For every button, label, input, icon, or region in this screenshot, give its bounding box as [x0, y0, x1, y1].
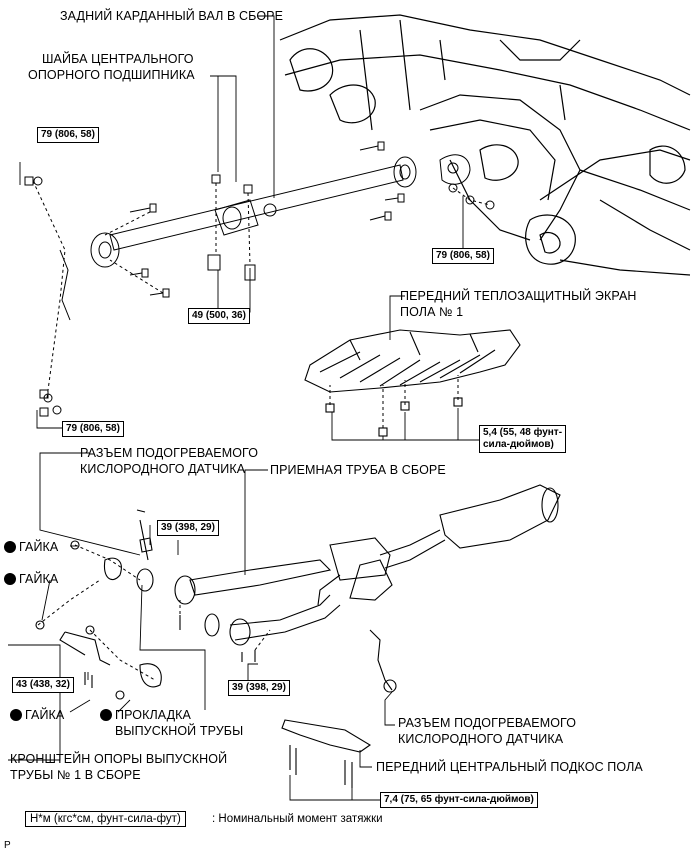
torque-t8: 39 (398, 29) — [228, 680, 290, 696]
label-floor-brace: ПЕРЕДНИЙ ЦЕНТРАЛЬНЫЙ ПОДКОС ПОЛА — [376, 760, 643, 774]
label-bracket-line1: КРОНШТЕЙН ОПОРЫ ВЫПУСКНОЙ — [10, 752, 228, 766]
torque-t2: 79 (806, 58) — [432, 248, 494, 264]
label-o2-sensor-top-line2: КИСЛОРОДНОГО ДАТЧИКА — [80, 462, 246, 476]
label-nut-1: ГАЙКА — [4, 540, 58, 555]
torque-t5: 5,4 (55, 48 фунт-сила-дюймов) — [479, 425, 567, 453]
torque-t1: 79 (806, 58) — [37, 127, 99, 143]
torque-t7: 43 (438, 32) — [12, 677, 74, 693]
torque-t9: 7,4 (75, 65 фунт-сила-дюймов) — [380, 792, 538, 808]
label-o2-sensor-bottom-line1: РАЗЪЕМ ПОДОГРЕВАЕМОГО — [398, 716, 577, 730]
torque-t3: 49 (500, 36) — [188, 308, 250, 324]
bullet-icon — [10, 709, 22, 721]
label-intake-pipe: ПРИЕМНАЯ ТРУБА В СБОРЕ — [270, 463, 446, 477]
label-o2-sensor-top-line1: РАЗЪЕМ ПОДОГРЕВАЕМОГО — [80, 446, 259, 460]
torque-t6: 39 (398, 29) — [157, 520, 219, 536]
legend-text: : Номинальный момент затяжки — [212, 813, 383, 825]
assembly-lines — [32, 180, 491, 681]
heat-insulator — [304, 329, 521, 437]
label-nut-3: ГАЙКА — [10, 708, 64, 723]
label-bracket-line2: ТРУБЫ № 1 В СБОРЕ — [10, 768, 141, 782]
bullet-icon — [4, 541, 16, 553]
label-o2-sensor-bottom-line2: КИСЛОРОДНОГО ДАТЧИКА — [398, 732, 564, 746]
torque-t4: 79 (806, 58) — [62, 421, 124, 437]
rear-subframe — [279, 14, 691, 276]
legend-unit-box: Н*м (кгс*см, фунт-сила-фут) — [25, 811, 186, 827]
bullet-icon — [100, 709, 112, 721]
floor-brace — [281, 719, 372, 788]
label-nut-2: ГАЙКА — [4, 572, 58, 587]
label-washer-line1: ШАЙБА ЦЕНТРАЛЬНОГО — [42, 52, 194, 66]
exhaust-pipe — [35, 484, 561, 700]
label-heat-insulator-line2: ПОЛА № 1 — [400, 305, 464, 319]
drive-shaft — [90, 154, 471, 268]
label-gasket-line2: ВЫПУСКНОЙ ТРУБЫ — [115, 724, 244, 738]
label-gasket-line1: ПРОКЛАДКА — [100, 708, 191, 723]
leader-lines — [8, 15, 479, 801]
bullet-icon — [4, 573, 16, 585]
label-rear-drive-shaft: ЗАДНИЙ КАРДАННЫЙ ВАЛ В СБОРЕ — [60, 9, 284, 23]
label-heat-insulator-line1: ПЕРЕДНИЙ ТЕПЛОЗАЩИТНЫЙ ЭКРАН — [400, 289, 637, 303]
label-washer-line2: ОПОРНОГО ПОДШИПНИКА — [28, 68, 195, 82]
shaft-fasteners — [24, 141, 495, 417]
footer-ref: P — [4, 840, 11, 851]
